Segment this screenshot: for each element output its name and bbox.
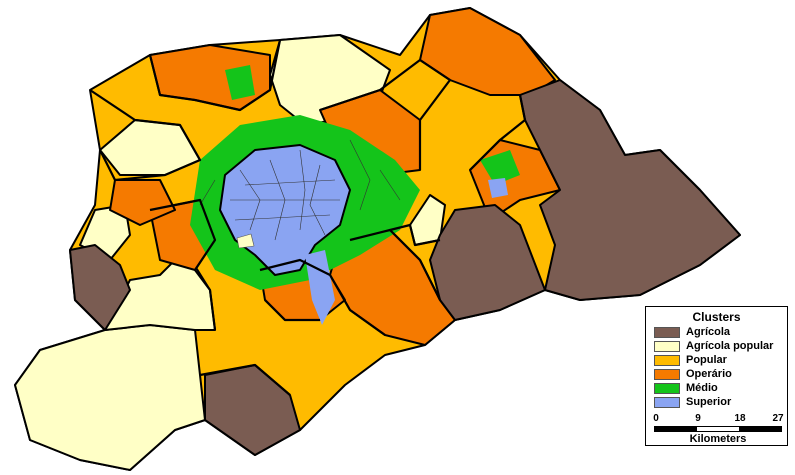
scale-tick-label: 9: [695, 413, 701, 424]
region-agricola-popular-sw: [14, 324, 206, 471]
legend-swatch: [654, 368, 680, 380]
legend-swatch: [654, 396, 680, 408]
scale-segment: [739, 427, 781, 431]
scale-tick-label: 0: [653, 413, 659, 424]
region-superior-south: [305, 250, 335, 325]
legend-title: Clusters: [692, 310, 741, 324]
region-superior-east: [488, 178, 508, 198]
legend-item-popular: Popular: [654, 353, 727, 367]
legend: Clusters Agrícola Agrícola popular Popul…: [645, 306, 788, 446]
legend-item-agricola: Agrícola: [654, 325, 730, 339]
legend-label: Agrícola popular: [686, 340, 774, 352]
region-agricola-e: [519, 79, 741, 301]
region-medio-east: [480, 150, 520, 185]
legend-swatch: [654, 354, 680, 366]
subprefecture-borders: [89, 39, 527, 396]
scale-segment: [655, 427, 697, 431]
legend-swatch: [654, 340, 680, 352]
legend-swatch: [654, 326, 680, 338]
region-agricola-w: [69, 244, 131, 331]
scale-segment: [697, 427, 739, 431]
legend-label: Superior: [686, 396, 732, 408]
scale-unit: Kilometers: [689, 433, 747, 445]
scale-tick-label: 18: [734, 413, 746, 424]
region-agricola-se: [429, 204, 546, 321]
district-lines: [199, 139, 401, 241]
legend-label: Operário: [686, 368, 732, 380]
scale-bar: 0 9 18 27 Kilometers: [653, 413, 784, 445]
scale-tick-label: 27: [772, 413, 784, 424]
region-medio-north: [225, 65, 255, 100]
legend-swatch: [654, 382, 680, 394]
region-superior-center-hole: [236, 233, 255, 249]
legend-item-operario: Operário: [654, 367, 732, 381]
region-operario-nw: [109, 179, 176, 226]
legend-item-agricola-popular: Agrícola popular: [654, 339, 773, 353]
scale-bar-graphic: [654, 426, 782, 432]
legend-item-medio: Médio: [654, 381, 718, 395]
legend-label: Agrícola: [686, 326, 731, 338]
legend-label: Médio: [686, 382, 718, 394]
legend-label: Popular: [686, 354, 727, 366]
legend-item-superior: Superior: [654, 395, 731, 409]
